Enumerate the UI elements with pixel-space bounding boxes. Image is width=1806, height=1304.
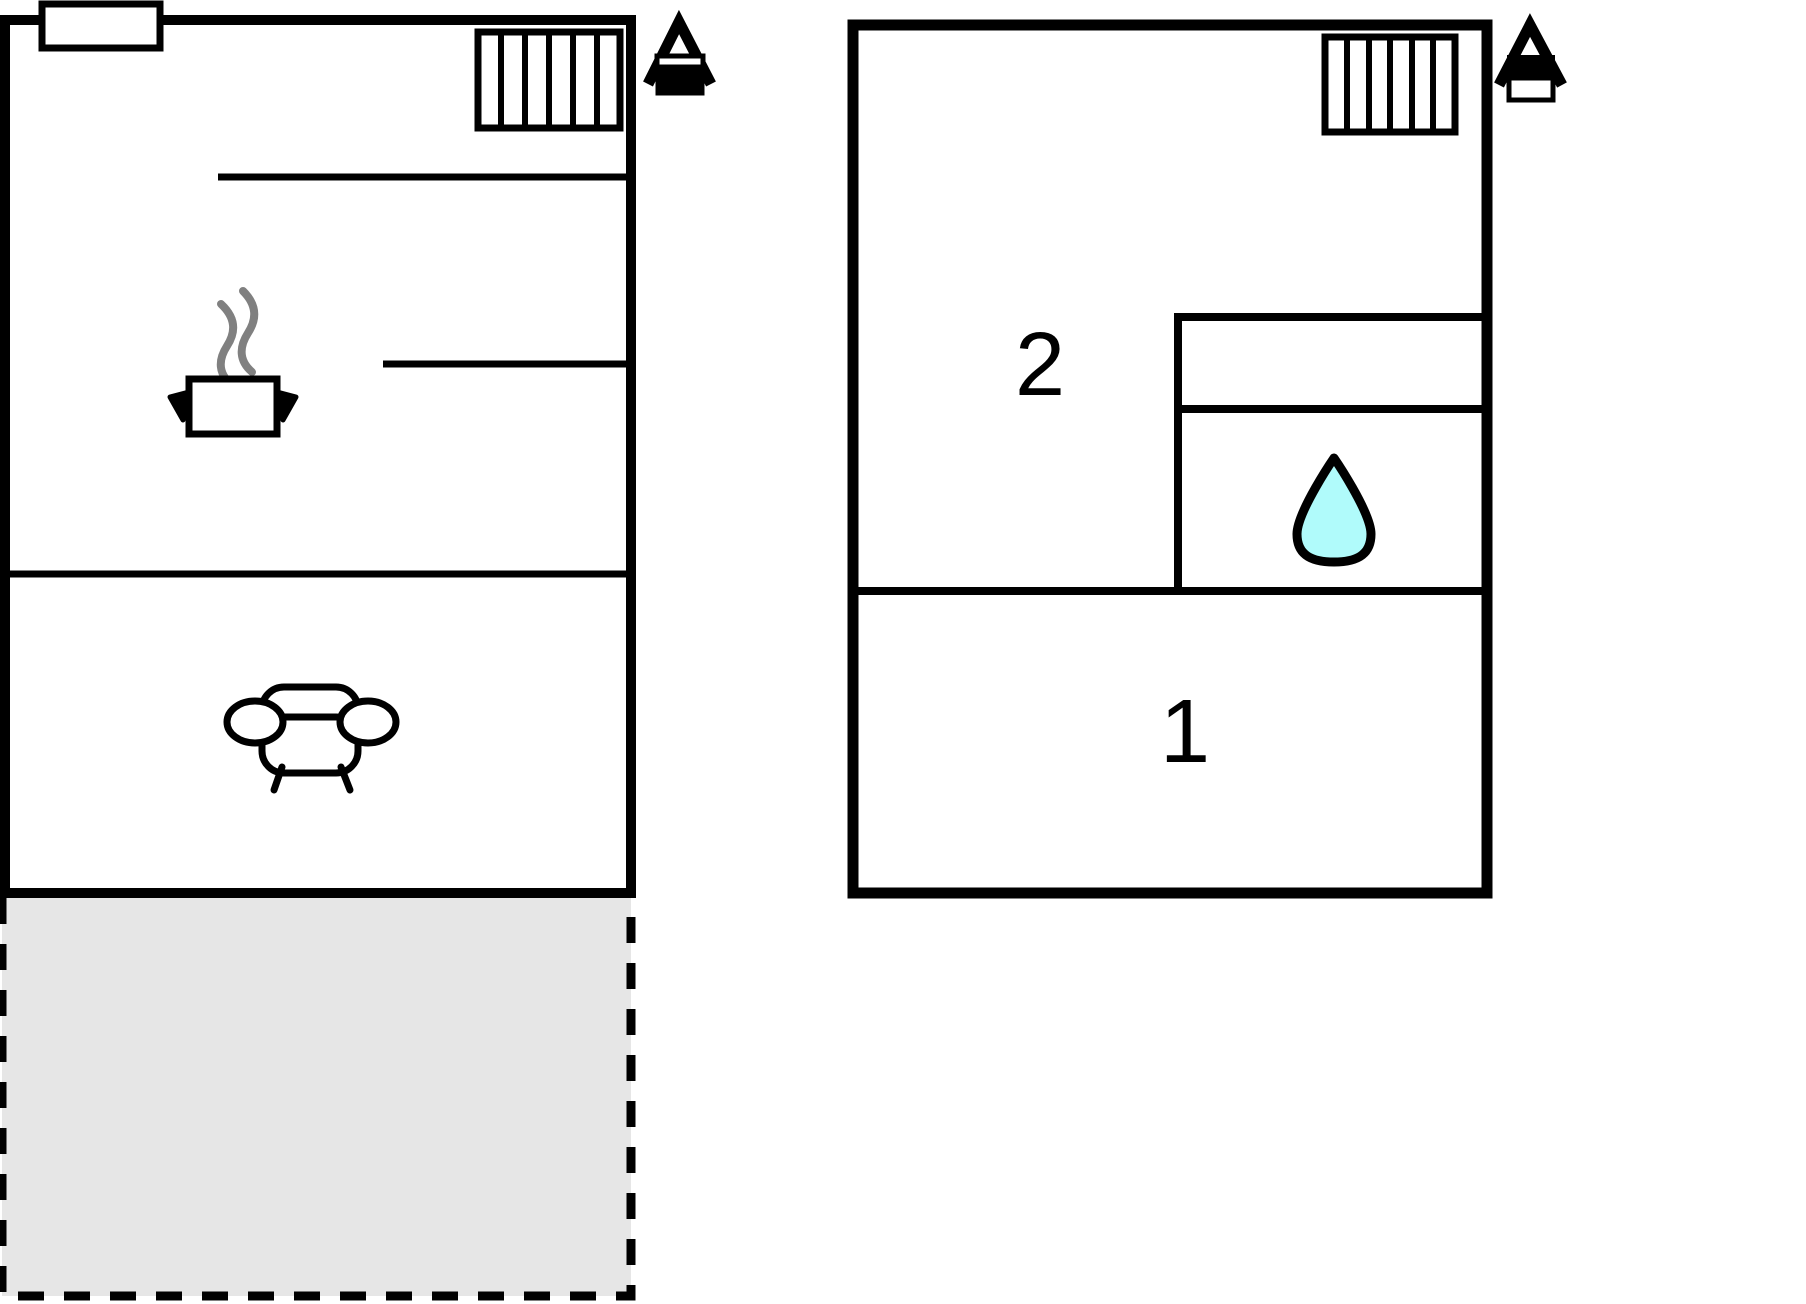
window-symbol xyxy=(38,0,164,52)
room-label-1: 1 xyxy=(1160,682,1210,782)
first-floor-outer-wall xyxy=(847,19,1493,899)
north-house-marker xyxy=(1494,13,1567,103)
ground-floor-plan xyxy=(0,0,716,1301)
ground-floor-interior-walls xyxy=(3,173,633,578)
north-house-marker xyxy=(643,9,716,96)
water-drop-symbol xyxy=(1292,453,1376,567)
steam-icon xyxy=(216,287,259,389)
room-label-2: 2 xyxy=(1015,315,1065,415)
ground-floor-outer-wall xyxy=(0,15,636,898)
staircase-symbol xyxy=(474,28,624,132)
cooking-pot-symbol xyxy=(167,287,299,438)
terrace-area xyxy=(0,898,636,1301)
first-floor-interior-walls xyxy=(851,313,1486,595)
staircase-symbol xyxy=(1321,33,1459,136)
first-floor-plan: 2 1 xyxy=(847,13,1567,899)
sofa-symbol xyxy=(223,683,400,794)
